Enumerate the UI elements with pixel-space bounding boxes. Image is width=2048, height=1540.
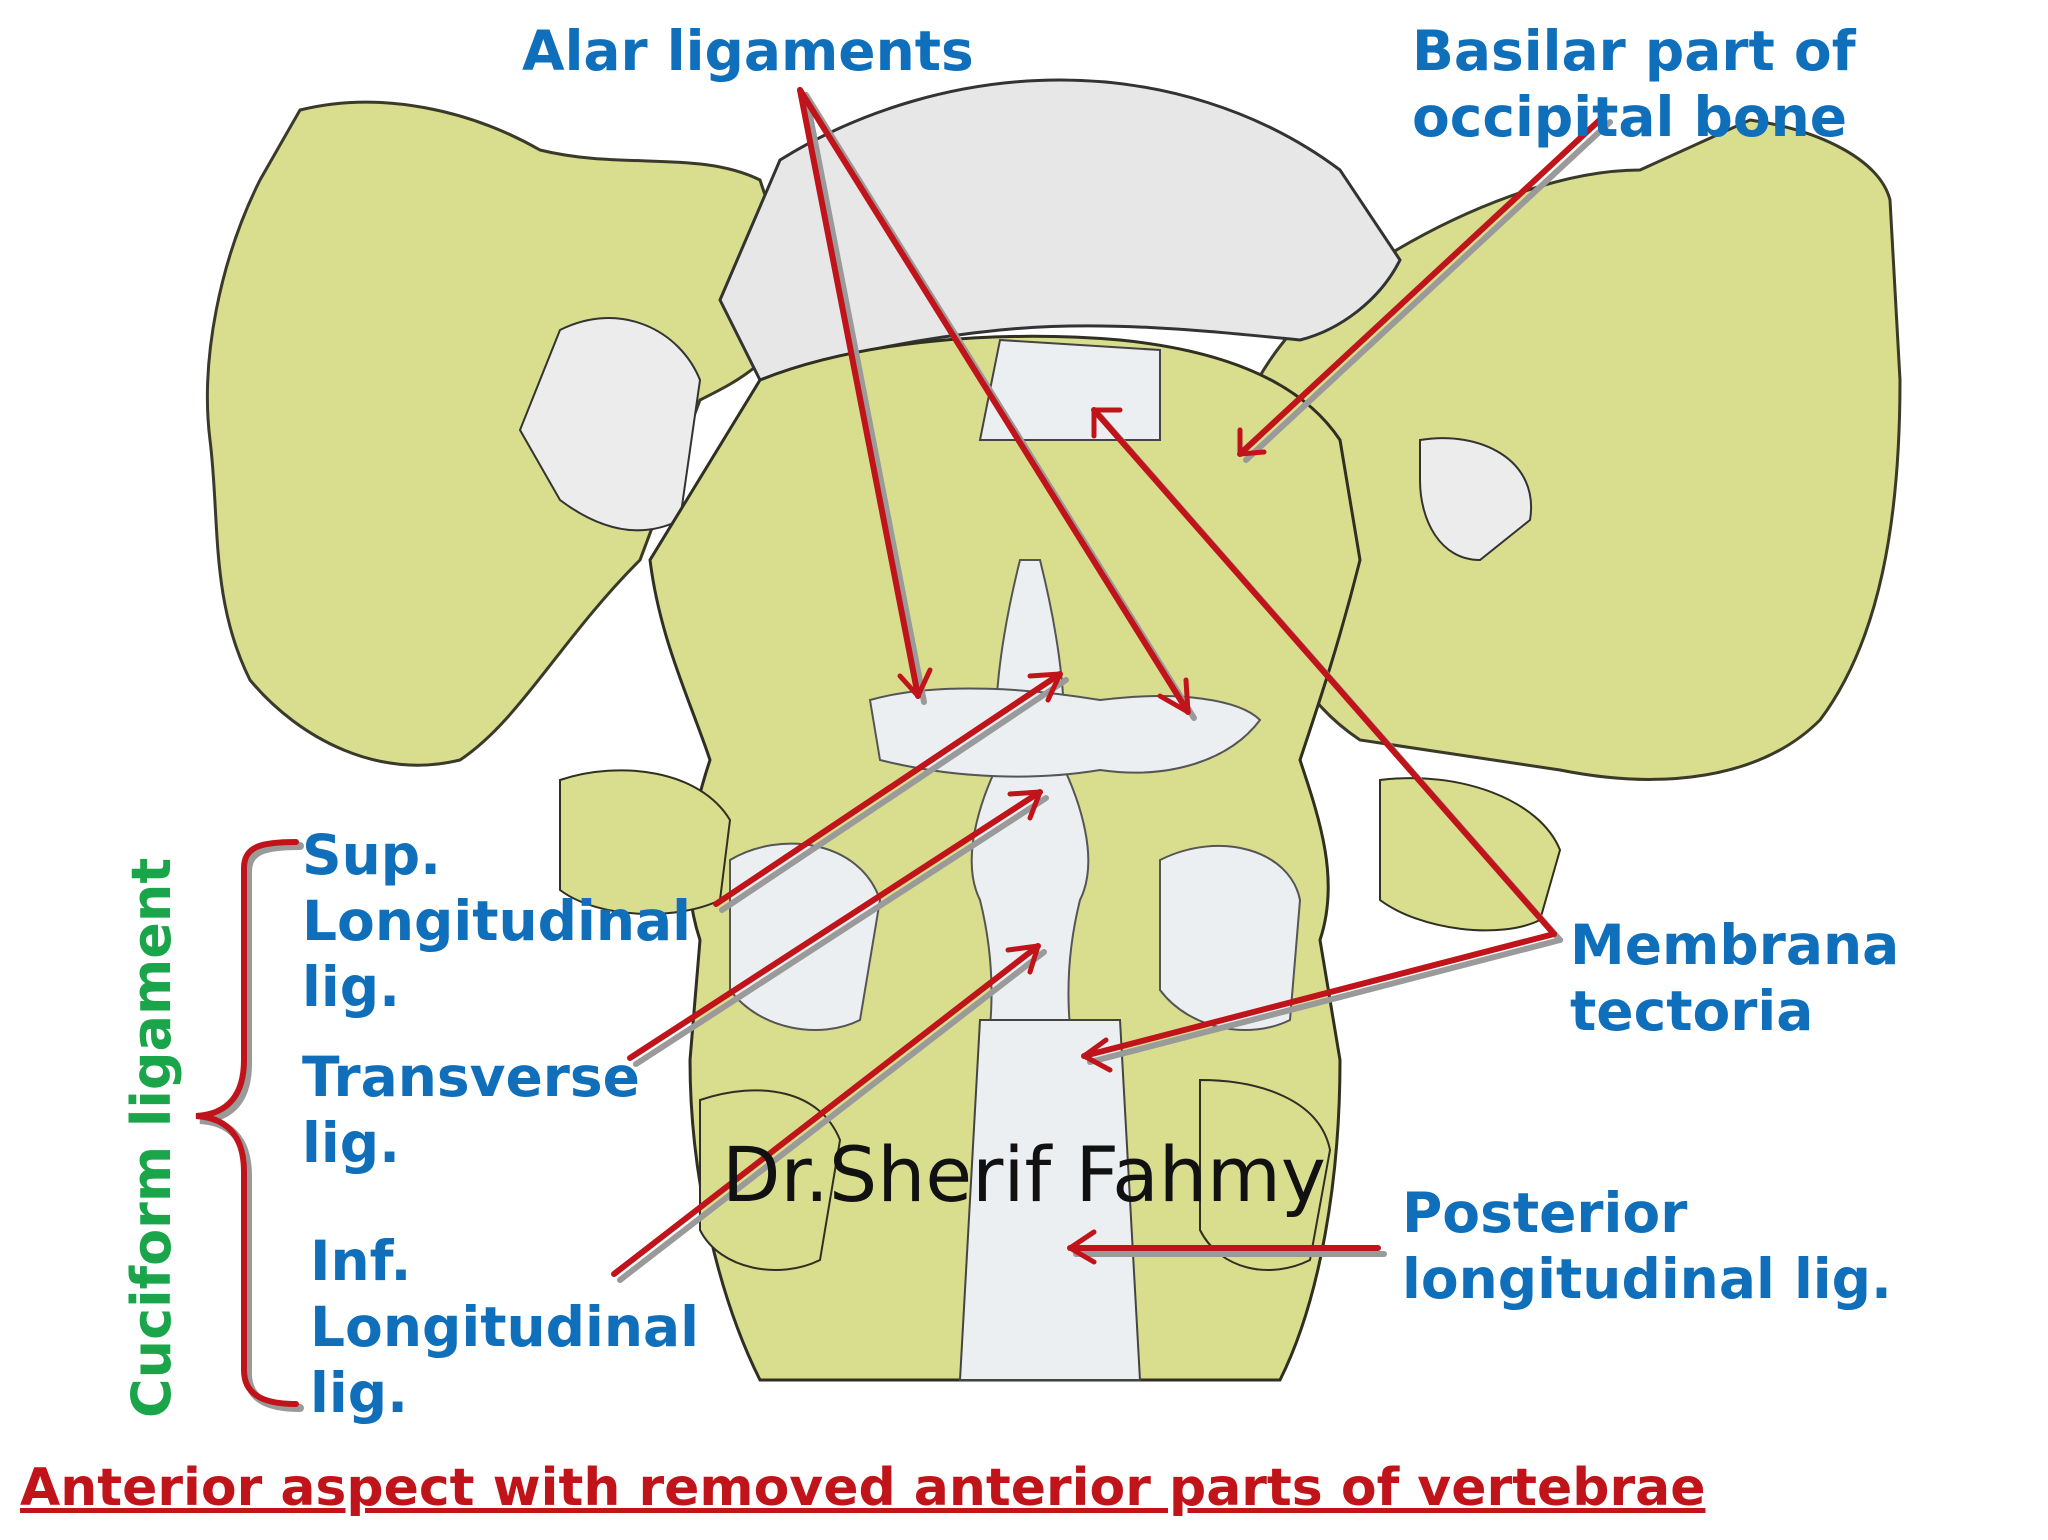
pointer-lines — [611, 87, 1613, 1283]
label-posterior-line-1: Posterior — [1402, 1181, 1688, 1245]
label-transverse: Transverse lig. — [302, 1044, 640, 1176]
figure-caption: Anterior aspect with removed anterior pa… — [20, 1458, 1706, 1518]
label-basilar-line-1: Basilar part of — [1412, 19, 1856, 83]
label-basilar-line-2: occipital bone — [1412, 85, 1848, 149]
label-posterior-line-2: longitudinal lig. — [1402, 1247, 1892, 1311]
label-cuciform-ligament: Cuciform ligament — [120, 857, 183, 1418]
label-transverse-line-1: Transverse — [302, 1045, 640, 1109]
label-membrana-line-1: Membrana — [1570, 913, 1900, 977]
label-inf-longitudinal: Inf. Longitudinal lig. — [310, 1228, 699, 1426]
label-alar-ligaments: Alar ligaments — [522, 18, 974, 84]
basilar-bone — [518, 78, 1533, 562]
label-sup-line-3: lig. — [302, 955, 400, 1019]
label-sup-longitudinal: Sup. Longitudinal lig. — [302, 822, 691, 1020]
label-inf-line-1: Inf. — [310, 1229, 412, 1293]
watermark: Dr.Sherif Fahmy — [722, 1130, 1326, 1219]
label-posterior-longitudinal: Posterior longitudinal lig. — [1402, 1180, 1892, 1312]
ligaments — [729, 338, 1302, 1381]
label-sup-line-2: Longitudinal — [302, 889, 692, 953]
label-basilar-part: Basilar part of occipital bone — [1412, 18, 1856, 150]
label-membrana-tectoria: Membrana tectoria — [1570, 912, 1899, 1044]
label-inf-line-2: Longitudinal — [310, 1295, 700, 1359]
label-membrana-line-2: tectoria — [1570, 979, 1814, 1043]
brace — [195, 839, 304, 1412]
occipital-bone — [205, 100, 1902, 781]
label-alar-line-1: Alar ligaments — [522, 19, 974, 83]
label-sup-line-1: Sup. — [302, 823, 442, 887]
label-inf-line-3: lig. — [310, 1361, 408, 1425]
label-transverse-line-2: lig. — [302, 1111, 400, 1175]
